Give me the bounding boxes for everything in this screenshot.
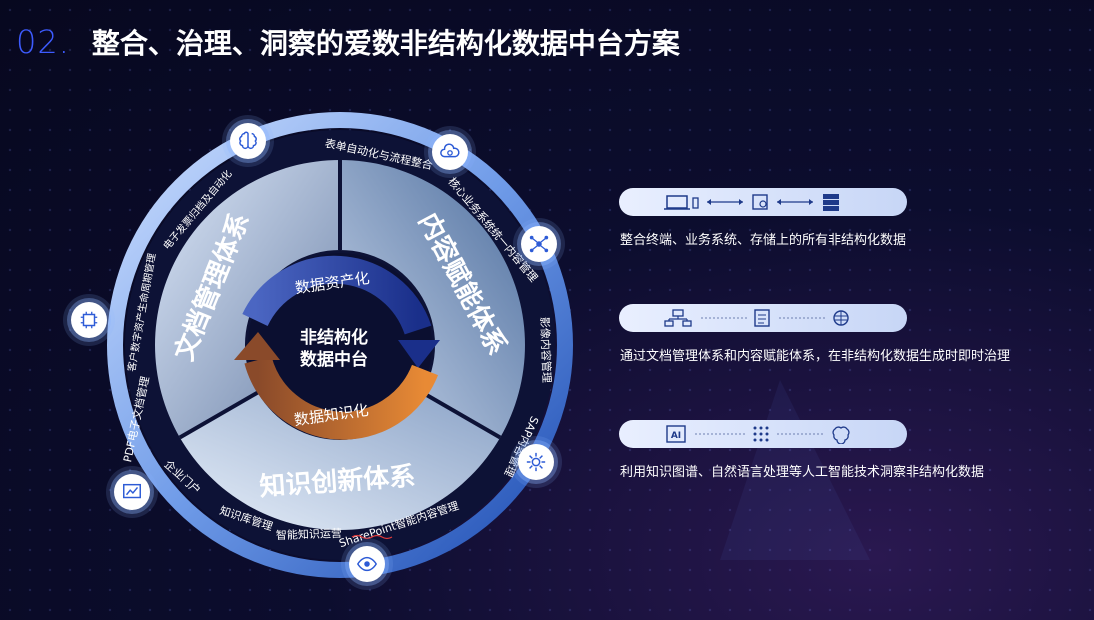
squiggle	[351, 534, 393, 540]
label-smart-ops: 智能知识运营	[276, 526, 342, 542]
brain-ai-icon	[832, 426, 850, 444]
desc-governance: 通过文档管理体系和内容赋能体系，在非结构化数据生成时即时治理	[620, 349, 1011, 364]
settings-doc-icon	[752, 194, 768, 210]
server-icon	[823, 194, 839, 211]
insight-pill: AI	[619, 420, 907, 448]
center-line2: 数据中台	[300, 349, 368, 370]
chip-icon	[71, 302, 107, 338]
brain-small-icon	[833, 310, 849, 326]
chart-icon	[114, 474, 150, 510]
network-icon	[521, 226, 557, 262]
segment-doc	[155, 160, 340, 438]
asset-arrow-head	[398, 340, 440, 368]
ai-chip-icon: AI	[666, 425, 686, 443]
brain-icon	[230, 123, 266, 159]
laptop-icon	[664, 195, 699, 210]
dot-matrix-icon	[753, 426, 769, 442]
asset-arrow	[242, 255, 432, 335]
ai-label: AI	[671, 431, 681, 441]
double-arrow-icon-2	[777, 199, 813, 205]
knowledge-arrow	[244, 356, 439, 440]
governance-pill	[619, 304, 907, 332]
double-arrow-icon	[707, 199, 743, 205]
knowledge-arrow-head	[234, 332, 280, 360]
outer-ring	[107, 112, 573, 578]
cloud-gear-icon	[432, 134, 468, 170]
section-number: 02.	[16, 23, 70, 61]
document-icon	[754, 309, 770, 327]
hierarchy-icon	[664, 309, 692, 327]
header: 02. 整合、治理、洞察的爱数非结构化数据中台方案	[16, 22, 680, 62]
desc-integration: 整合终端、业务系统、存储上的所有非结构化数据	[620, 233, 907, 248]
segment-content	[340, 160, 525, 438]
label-image: 影像内容管理	[538, 317, 554, 383]
center-line1: 非结构化	[300, 327, 368, 348]
gear-icon	[518, 444, 554, 480]
desc-insight: 利用知识图谱、自然语言处理等人工智能技术洞察非结构化数据	[620, 465, 985, 480]
decor-triangle	[720, 380, 870, 560]
page-title: 整合、治理、洞察的爱数非结构化数据中台方案	[91, 27, 680, 60]
integration-pill	[619, 188, 907, 216]
eye-icon	[349, 546, 385, 582]
segments	[155, 160, 525, 530]
segment-knowledge	[179, 392, 501, 530]
